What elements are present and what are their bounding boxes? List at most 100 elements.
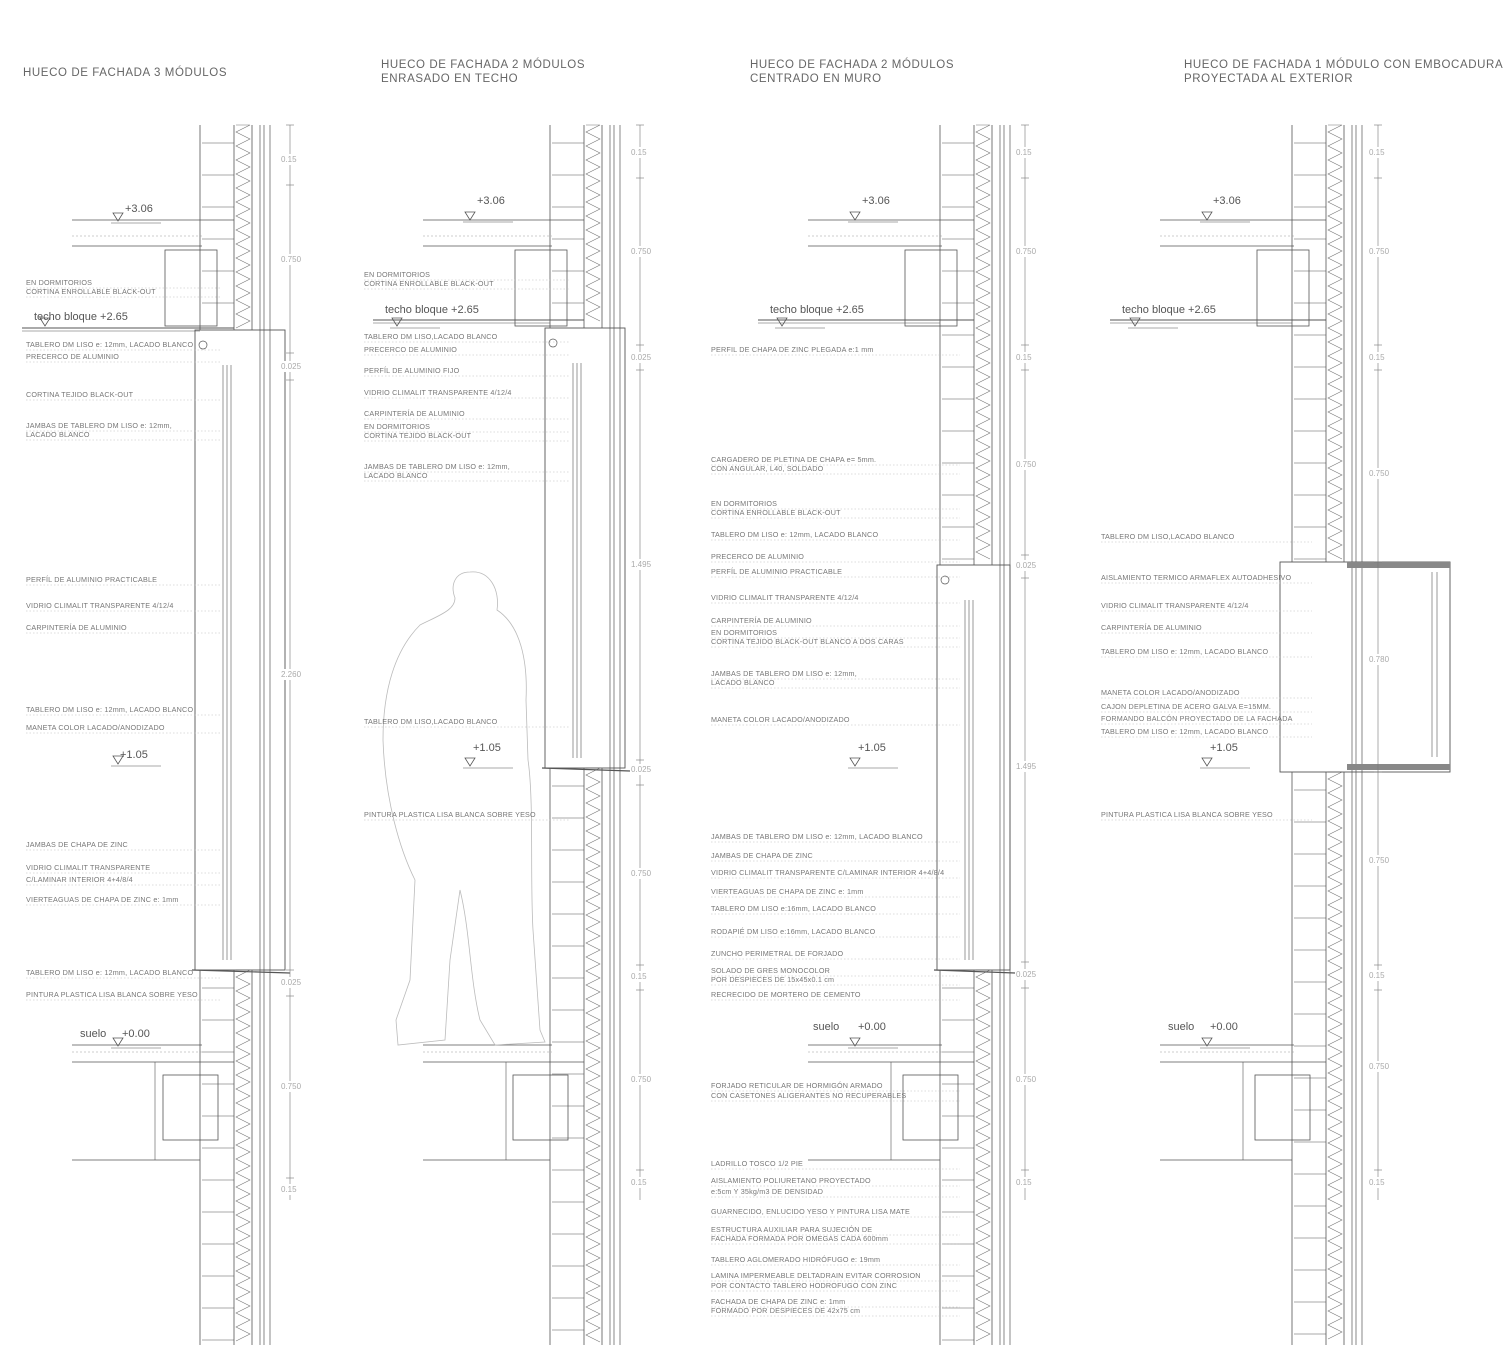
dimension-value: 2.260 bbox=[281, 669, 302, 680]
col2-insulation-hatch bbox=[585, 767, 601, 1343]
level-marker-icon bbox=[39, 317, 51, 327]
col2-lower-beam-casetón bbox=[512, 1074, 569, 1141]
level-marker-icon bbox=[1201, 757, 1213, 767]
section-title: HUECO DE FACHADA 1 MÓDULO CON EMBOCADURA bbox=[1184, 59, 1504, 71]
section-title: HUECO DE FACHADA 2 MÓDULOS bbox=[381, 59, 586, 71]
level-marker-icon bbox=[112, 1037, 124, 1047]
dimension-value: 0.15 bbox=[281, 1184, 297, 1195]
annotation-label: MANETA COLOR LACADO/ANODIZADO bbox=[711, 715, 850, 724]
annotation-label: PRECERCO DE ALUMINIO bbox=[364, 345, 458, 354]
col1-insulation-hatch bbox=[235, 969, 251, 1342]
level-label: +0.00 bbox=[122, 1028, 150, 1040]
annotation-label: AISLAMIENTO POLIURETANO PROYECTADO bbox=[711, 1176, 871, 1185]
annotation-label: FORMANDO BALCÓN PROYECTADO DE LA FACHADA bbox=[1101, 714, 1293, 723]
level-marker-icon bbox=[1201, 211, 1213, 221]
annotation-label: VIERTEAGUAS DE CHAPA DE ZINC e: 1mm bbox=[26, 895, 179, 904]
annotation-label: FORJADO RETICULAR DE HORMIGÓN ARMADO bbox=[711, 1081, 883, 1090]
dimension-value: 0.780 bbox=[1369, 654, 1390, 665]
col3-insulation-hatch bbox=[975, 969, 991, 1342]
annotation-label: EN DORMITORIOS bbox=[26, 278, 93, 287]
level-label: suelo bbox=[813, 1021, 840, 1033]
col2-window-opening bbox=[544, 327, 626, 769]
col1-lower-beam-casetón bbox=[162, 1074, 219, 1141]
annotation-label: JAMBAS DE TABLERO DM LISO e: 12mm, bbox=[364, 462, 510, 471]
dimension-value: 0.750 bbox=[631, 246, 652, 257]
level-marker-icon bbox=[1129, 317, 1141, 327]
annotation-label: CARPINTERÍA DE ALUMINIO bbox=[1101, 623, 1202, 632]
annotation-label: FACHADA DE CHAPA DE ZINC e: 1mm bbox=[711, 1297, 846, 1306]
annotation-label: PINTURA PLASTICA LISA BLANCA SOBRE YESO bbox=[26, 990, 198, 999]
col2-insulation-hatch bbox=[585, 124, 601, 322]
section-title: HUECO DE FACHADA 2 MÓDULOS bbox=[750, 59, 955, 71]
annotation-label: PINTURA PLASTICA LISA BLANCA SOBRE YESO bbox=[1101, 810, 1273, 819]
level-label: suelo bbox=[1168, 1021, 1195, 1033]
annotation-label: MANETA COLOR LACADO/ANODIZADO bbox=[26, 723, 165, 732]
dimension-value: 0.15 bbox=[1369, 970, 1385, 981]
annotation-label: VIDRIO CLIMALIT TRANSPARENTE bbox=[26, 863, 151, 872]
annotation-label: TABLERO DM LISO e: 12mm, LACADO BLANCO bbox=[1101, 647, 1269, 656]
annotation-label: PERFIL DE CHAPA DE ZINC PLEGADA e:1 mm bbox=[711, 345, 874, 354]
human-figure-silhouette bbox=[382, 571, 546, 1046]
annotation-label: LAMINA IMPERMEABLE DELTADRAIN EVITAR COR… bbox=[711, 1271, 921, 1280]
annotation-label: SOLADO DE GRES MONOCOLOR bbox=[711, 966, 831, 975]
col2-roller-blind-icon bbox=[548, 338, 558, 348]
col4-insulation-hatch bbox=[1327, 771, 1343, 1340]
annotation-label: PINTURA PLASTICA LISA BLANCA SOBRE YESO bbox=[364, 810, 536, 819]
col3-upper-beam-casetón bbox=[904, 249, 958, 327]
col3-window-opening bbox=[936, 564, 1011, 971]
annotation-label: ZUNCHO PERIMETRAL DE FORJADO bbox=[711, 949, 844, 958]
annotation-label: EN DORMITORIOS bbox=[711, 499, 778, 508]
level-marker-icon bbox=[112, 755, 124, 765]
level-label: +0.00 bbox=[858, 1021, 886, 1033]
dimension-value: 0.15 bbox=[1369, 352, 1385, 363]
annotation-label: PRECERCO DE ALUMINIO bbox=[26, 352, 120, 361]
col1-roller-blind-icon bbox=[198, 340, 208, 350]
annotation-label: ESTRUCTURA AUXILIAR PARA SUJECIÓN DE bbox=[711, 1225, 873, 1234]
col2-upper-beam-casetón bbox=[514, 249, 568, 327]
level-marker-icon bbox=[391, 317, 403, 327]
dimension-value: 0.025 bbox=[281, 977, 302, 988]
annotation-label: CARPINTERÍA DE ALUMINIO bbox=[711, 616, 812, 625]
dimension-value: 0.15 bbox=[1016, 1177, 1032, 1188]
annotation-label: LACADO BLANCO bbox=[364, 471, 428, 480]
annotation-label: JAMBAS DE TABLERO DM LISO e: 12mm, LACAD… bbox=[711, 832, 923, 841]
level-marker-icon bbox=[849, 211, 861, 221]
annotation-label: TABLERO DM LISO e: 12mm, LACADO BLANCO bbox=[26, 340, 194, 349]
annotation-label: TABLERO DM LISO e: 12mm, LACADO BLANCO bbox=[26, 705, 194, 714]
annotation-label: LACADO BLANCO bbox=[711, 678, 775, 687]
dimension-value: 0.025 bbox=[281, 361, 302, 372]
col1-upper-beam-casetón bbox=[164, 249, 218, 327]
annotation-label: TABLERO DM LISO e:16mm, LACADO BLANCO bbox=[711, 904, 877, 913]
level-label: +0.00 bbox=[1210, 1021, 1238, 1033]
col1-window-sill bbox=[191, 969, 291, 974]
dimension-value: 0.750 bbox=[1369, 1061, 1390, 1072]
annotation-label: TABLERO DM LISO e: 12mm, LACADO BLANCO bbox=[1101, 727, 1269, 736]
annotation-label: CORTINA ENROLLABLE BLACK-OUT bbox=[364, 279, 494, 288]
dimension-value: 0.750 bbox=[1369, 246, 1390, 257]
dimension-value: 0.750 bbox=[631, 1074, 652, 1085]
annotation-label: VIDRIO CLIMALIT TRANSPARENTE C/LAMINAR I… bbox=[711, 868, 945, 877]
level-label: techo bloque +2.65 bbox=[34, 311, 128, 323]
col1-window-opening bbox=[194, 329, 286, 971]
col2-window-sill bbox=[541, 767, 631, 772]
col4-window-opening bbox=[1279, 561, 1451, 773]
dimension-value: 0.15 bbox=[1016, 147, 1032, 158]
annotation-label: TABLERO DM LISO,LACADO BLANCO bbox=[364, 332, 498, 341]
annotation-label: PRECERCO DE ALUMINIO bbox=[711, 552, 805, 561]
annotation-label: PERFÍL DE ALUMINIO PRACTICABLE bbox=[26, 575, 158, 584]
dimension-value: 0.15 bbox=[631, 1177, 647, 1188]
dimension-value: 0.025 bbox=[631, 352, 652, 363]
col4-lower-beam-casetón bbox=[1254, 1074, 1311, 1141]
level-marker-icon bbox=[849, 757, 861, 767]
col3-insulation-hatch bbox=[975, 124, 991, 560]
annotation-label: CARPINTERÍA DE ALUMINIO bbox=[26, 623, 127, 632]
annotation-label: C/LAMINAR INTERIOR 4+4/8/4 bbox=[26, 875, 133, 884]
annotation-label: POR DESPIECES DE 15x45x0.1 cm bbox=[711, 975, 835, 984]
annotation-label: RODAPIÉ DM LISO e:16mm, LACADO BLANCO bbox=[711, 927, 876, 936]
annotation-label: TABLERO DM LISO,LACADO BLANCO bbox=[364, 717, 498, 726]
annotation-label: VIDRIO CLIMALIT TRANSPARENTE 4/12/4 bbox=[711, 593, 859, 602]
annotation-label: CORTINA TEJIDO BLACK-OUT bbox=[364, 431, 472, 440]
annotation-label: FORMADO POR DESPIECES DE 42x75 cm bbox=[711, 1306, 861, 1315]
dimension-value: 0.750 bbox=[1369, 855, 1390, 866]
